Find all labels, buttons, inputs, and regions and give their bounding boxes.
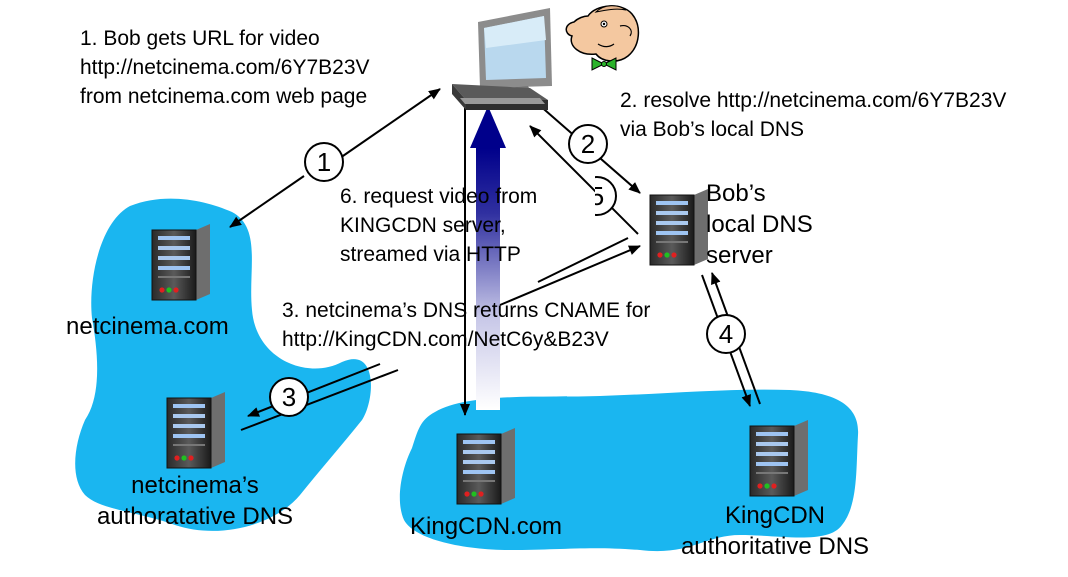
step6-line2: KINGCDN server,: [340, 214, 506, 237]
step6-line3: streamed via HTTP: [340, 243, 521, 266]
arrow-step3-to-local-dns: [499, 245, 641, 306]
step1-label: 1. Bob gets URL for video http://netcine…: [80, 24, 370, 111]
netcinema-server-icon: [151, 223, 211, 301]
kingcdn-label: KingCDN.com: [410, 513, 563, 540]
kingcdn-dns-server-icon: [749, 419, 809, 497]
kingcdn-dns-line1: KingCDN: [724, 502, 826, 529]
arrow-step5: [529, 125, 639, 235]
step6-line1: 6. request video from: [340, 185, 538, 208]
step1-line1: 1. Bob gets URL for video: [80, 27, 320, 50]
bobs-local-dns-label: Bob’s local DNS server: [706, 178, 813, 271]
kingcdn-dns-label: KingCDN authoritative DNS: [672, 500, 878, 562]
local-dns-server-icon: [649, 188, 709, 266]
arrow-step1-to-netcinema: [229, 175, 305, 228]
step3-line2: http://KingCDN.com/NetC6y&B23V: [282, 328, 609, 351]
netcinema-label: netcinema.com: [66, 313, 229, 340]
bobs-dns-line2: local DNS: [706, 211, 813, 238]
step2-line2: via Bob’s local DNS: [620, 118, 805, 141]
arrow-step3-return: [240, 369, 399, 431]
step-circle-1: 1: [304, 142, 344, 182]
netcinema-dns-line2: authoratative DNS: [96, 503, 294, 530]
netcinema-dns-server-icon: [166, 391, 226, 469]
step3-label: 3. netcinema’s DNS returns CNAME for htt…: [282, 296, 650, 354]
arrow-step3-parallel: [537, 237, 629, 283]
video-request-arrowhead: [470, 106, 506, 148]
netcinema-dns-line1: netcinema’s: [131, 472, 259, 499]
arrow-step1-to-bob: [339, 88, 441, 159]
step1-line3: from netcinema.com web page: [80, 85, 368, 108]
step6-label: 6. request video from KINGCDN server, st…: [340, 182, 537, 269]
step2-label: 2. resolve http://netcinema.com/6Y7B23V …: [620, 86, 1006, 144]
netcinema-dns-label: netcinema’s authoratative DNS: [90, 470, 300, 532]
step2-line1: 2. resolve http://netcinema.com/6Y7B23V: [620, 89, 1007, 112]
desktop-computer-icon: [452, 8, 552, 110]
arrow-step3-to-netcinema-dns: [247, 363, 381, 417]
video-request-arrow: [476, 148, 500, 410]
bob-cartoon-icon: [565, 5, 640, 71]
kingcdn-server-icon: [456, 427, 516, 505]
bobs-dns-line3: server: [706, 242, 773, 269]
kingcdn-dns-line2: authoritative DNS: [680, 533, 870, 560]
step-circle-4: 4: [706, 314, 746, 354]
step-circle-3: 3: [269, 377, 309, 417]
step-circle-2: 2: [568, 124, 608, 164]
bobs-dns-line1: Bob’s: [706, 180, 766, 207]
step3-line1: 3. netcinema’s DNS returns CNAME for: [282, 299, 651, 322]
netcinema-cloud: [75, 198, 371, 531]
step1-line2: http://netcinema.com/6Y7B23V: [80, 56, 370, 79]
